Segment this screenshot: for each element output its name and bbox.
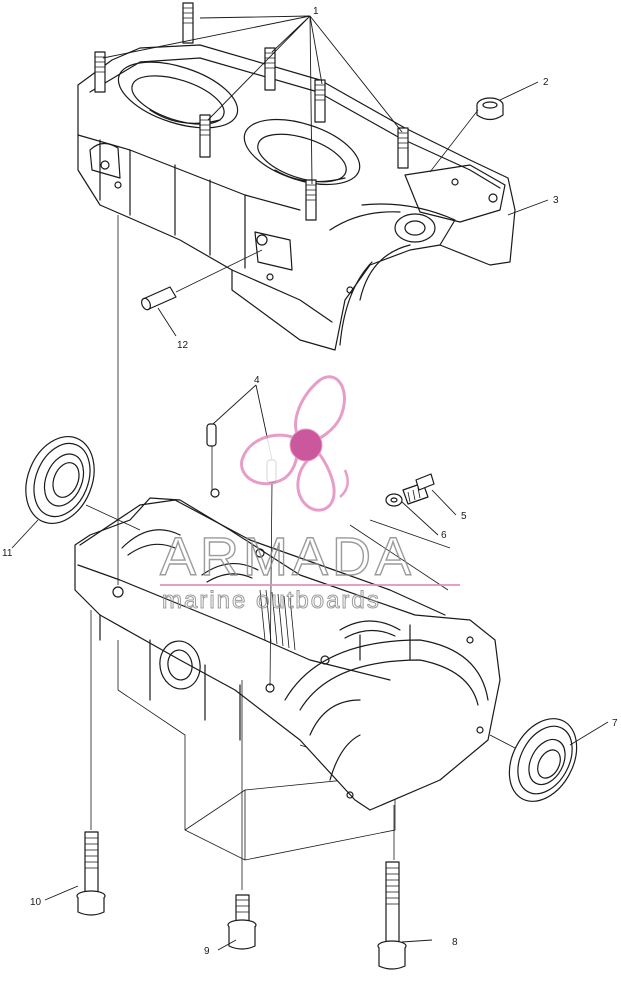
oil-seal-right	[508, 718, 578, 802]
watermark-brand: ARMADA	[160, 527, 415, 587]
oil-seal-left	[25, 435, 95, 525]
callout-11: 11	[2, 548, 13, 559]
bolt-8	[377, 861, 407, 970]
callout-2: 2	[543, 77, 549, 88]
propeller-logo-icon	[240, 375, 349, 512]
stud-3	[264, 47, 276, 91]
stud-7	[305, 179, 317, 221]
callout-5: 5	[461, 511, 467, 522]
lower-crankcase	[74, 488, 501, 861]
bolt-10	[76, 831, 106, 916]
drain-bolt	[402, 473, 435, 505]
stud-6	[397, 127, 409, 169]
washer	[385, 493, 403, 507]
leaders	[11, 15, 609, 951]
upper-crankcase	[77, 44, 516, 351]
callout-1: 1	[313, 6, 319, 17]
callout-3: 3	[553, 195, 559, 206]
stud-4	[199, 114, 211, 158]
callout-6: 6	[441, 530, 447, 541]
dowel-pin-1	[206, 423, 217, 447]
callout-12: 12	[177, 340, 189, 351]
plug	[476, 97, 504, 121]
watermark-tagline: marine outboards	[162, 587, 381, 614]
stud-2	[94, 51, 106, 93]
bolt-9	[227, 894, 257, 950]
callout-8: 8	[452, 937, 458, 948]
stud-1	[182, 2, 194, 44]
callout-9: 9	[204, 946, 210, 957]
callout-4: 4	[254, 375, 260, 386]
stud-5	[314, 79, 326, 123]
studs	[94, 2, 409, 221]
pin	[141, 286, 177, 311]
watermark: ARMADA marine outboards	[159, 375, 460, 615]
callout-7: 7	[612, 718, 618, 729]
explode-lines	[85, 109, 516, 890]
callout-10: 10	[30, 897, 42, 908]
